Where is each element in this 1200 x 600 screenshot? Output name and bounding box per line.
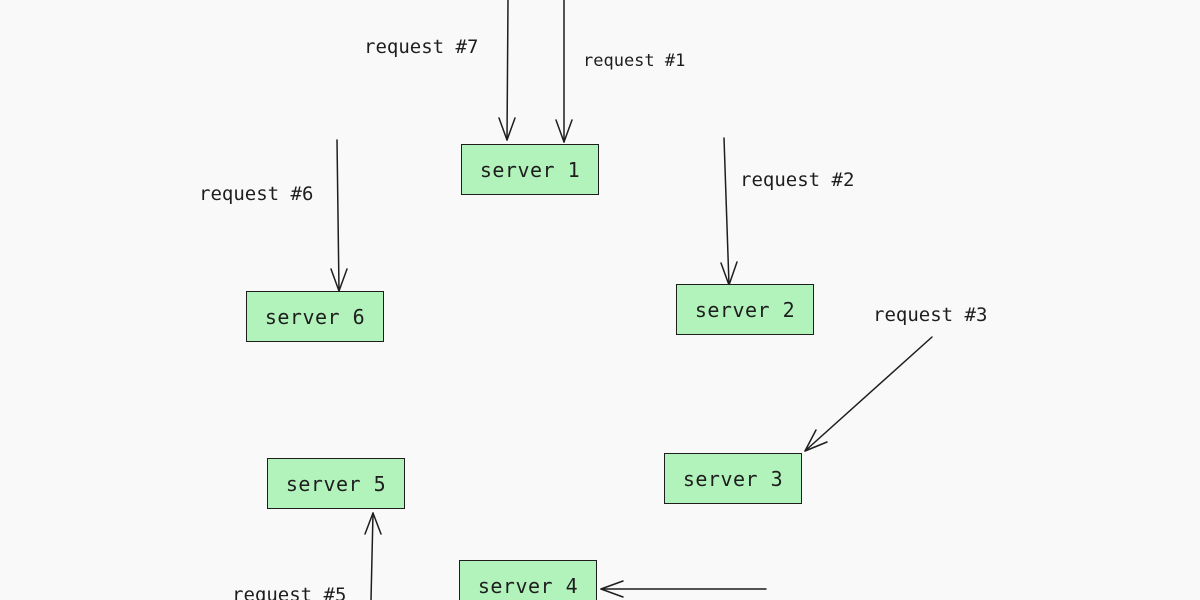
- server-4-box: server 4: [459, 560, 597, 600]
- request-7-label: request #7: [364, 36, 479, 58]
- server-1-box: server 1: [461, 144, 599, 195]
- request-6-label: request #6: [199, 183, 314, 205]
- request-5-label: request #5: [232, 584, 347, 600]
- server-2-box: server 2: [676, 284, 814, 335]
- server-2-label: server 2: [694, 297, 796, 322]
- request-1-label: request #1: [583, 51, 686, 71]
- request-3-label: request #3: [873, 304, 988, 326]
- server-5-label: server 5: [285, 471, 387, 496]
- arrow-request-1: [555, 0, 573, 143]
- server-3-label: server 3: [682, 466, 784, 491]
- arrow-request-7: [498, 0, 516, 141]
- arrow-request-6: [330, 139, 348, 292]
- server-6-box: server 6: [246, 291, 384, 342]
- server-3-box: server 3: [664, 453, 802, 504]
- arrow-request-2: [720, 137, 738, 286]
- arrow-request-4: [600, 580, 767, 598]
- arrow-request-3: [804, 336, 933, 452]
- server-4-label: server 4: [477, 573, 579, 598]
- server-6-label: server 6: [264, 304, 366, 329]
- server-1-label: server 1: [479, 157, 581, 182]
- arrow-request-5: [364, 512, 382, 600]
- request-2-label: request #2: [740, 169, 855, 191]
- server-5-box: server 5: [267, 458, 405, 509]
